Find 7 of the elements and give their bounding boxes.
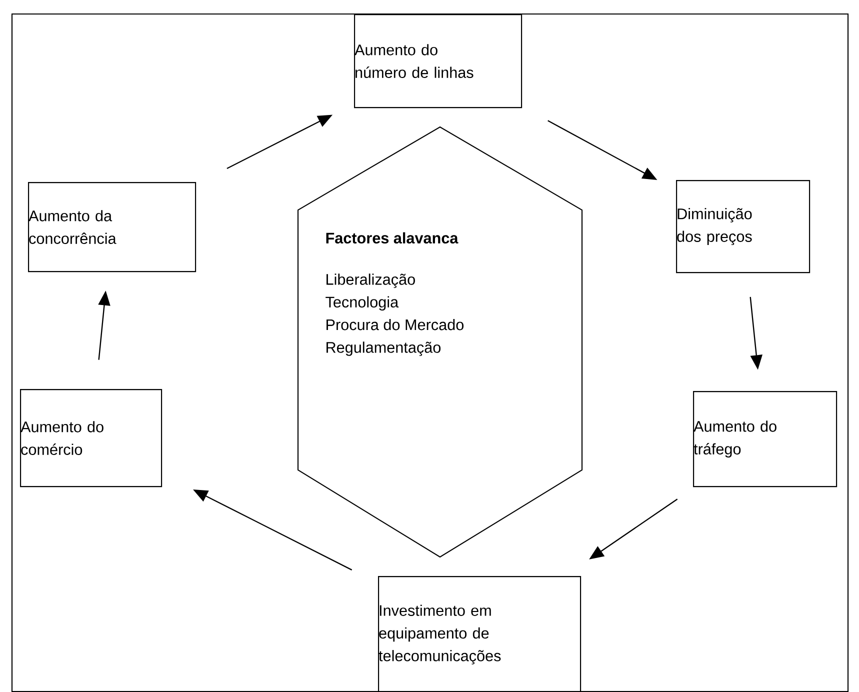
process-box: Aumento da concorrência (28, 182, 196, 272)
process-box: Investimento em equipamento de telecomunicações (378, 576, 582, 692)
process-box: Aumento do tráfego (693, 391, 838, 488)
process-box: Aumento do número de linhas (354, 14, 522, 108)
hexagon: Factores alavanca Liberalização Tecnologia Procura do Mercado Regulamentação (297, 126, 583, 558)
process-box: Diminuição dos preços (676, 180, 810, 274)
process-box: Aumento do comércio (20, 389, 162, 488)
